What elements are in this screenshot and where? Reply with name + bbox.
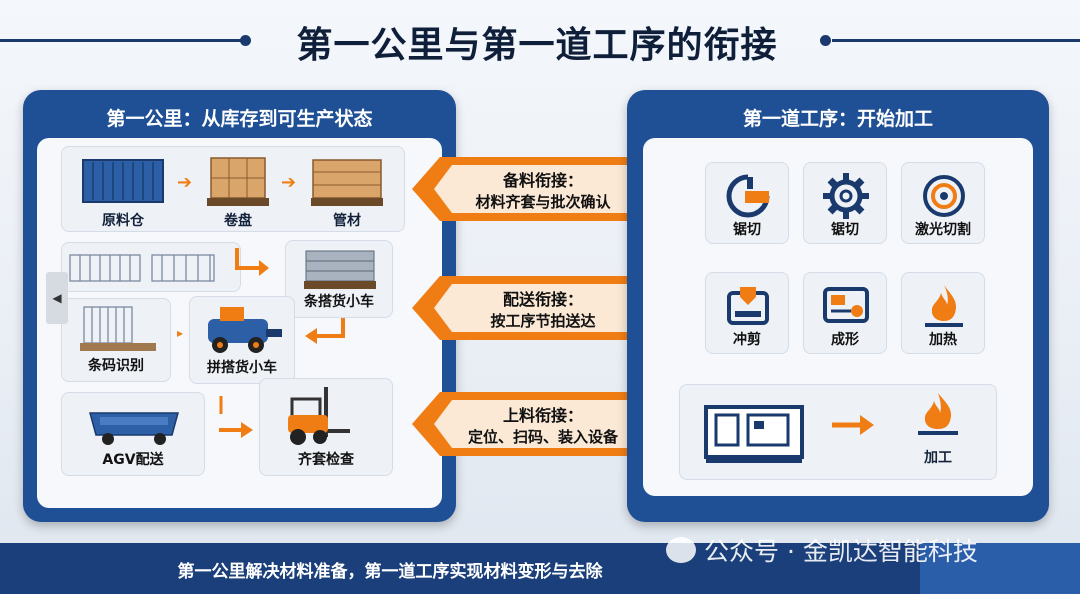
- raw-warehouse-label: 原料仓: [102, 213, 144, 229]
- return-arrow-icon: [301, 314, 349, 350]
- barcode-id-card: 条码识别: [61, 298, 171, 382]
- connector-subtitle: 材料齐套与批次确认: [475, 193, 611, 211]
- footer-summary: 第一公里解决材料准备，第一道工序实现材料变形与去除: [177, 562, 603, 582]
- wechat-icon: [666, 537, 696, 563]
- title-rule-right: [832, 39, 1080, 42]
- process-saw: 锯切: [705, 162, 789, 244]
- flame-icon: [925, 285, 963, 327]
- title-dot-left: [240, 35, 251, 46]
- first-process-title: 第一道工序：开始加工: [742, 108, 933, 130]
- connector-material-prep: 备料衔接： 材料齐套与批次确认: [412, 157, 674, 221]
- turn-arrow-icon: [231, 246, 271, 286]
- container-icon: [81, 156, 165, 206]
- agv-vehicle-icon: [89, 412, 179, 445]
- process-label: 加热: [929, 332, 957, 348]
- pick-cart-card: 拼搭货小车: [189, 296, 295, 384]
- kit-check-card: 齐套检查: [259, 378, 393, 476]
- title-rule-left: [0, 39, 245, 42]
- title-row: 第一公里与第一道工序的衔接: [0, 12, 1080, 68]
- pick-cart-label: 拼搭货小车: [207, 360, 277, 376]
- pipe-stack-icon: [309, 154, 385, 208]
- gear-icon: [823, 173, 869, 219]
- collapse-tab[interactable]: ◀: [46, 272, 68, 324]
- connector-subtitle: 定位、扫码、装入设备: [467, 428, 618, 446]
- connector-title: 备料衔接：: [502, 171, 583, 190]
- double-arrow-icon: [412, 276, 674, 340]
- cage-pallet-icon: [80, 306, 156, 351]
- process-label: 冲剪: [733, 332, 761, 348]
- arrow-right-icon: ▸: [177, 326, 184, 340]
- forming-icon: [823, 287, 869, 323]
- connector-subtitle: 按工序节拍送达: [490, 312, 596, 330]
- machine-icon: [704, 405, 804, 463]
- processing-card: 加工: [679, 384, 997, 480]
- watermark: 公众号 · 金凯达智能科技: [666, 532, 978, 568]
- process-label: 激光切割: [915, 222, 971, 238]
- laser-icon: [923, 175, 965, 217]
- agv-label: AGV配送: [102, 452, 164, 468]
- agv-card: AGV配送: [61, 392, 205, 476]
- arrow-right-icon: [830, 413, 876, 437]
- footer-bar: 第一公里解决材料准备，第一道工序实现材料变形与去除: [0, 543, 1080, 594]
- connector-title: 上料衔接：: [502, 406, 583, 425]
- double-arrow-icon: [412, 157, 674, 221]
- tow-tractor-icon: [208, 307, 282, 353]
- barcode-cart-label: 条搭货小车: [304, 294, 374, 310]
- arrow-right-icon: ➔: [281, 172, 297, 193]
- barcode-id-label: 条码识别: [88, 358, 144, 374]
- connector-delivery: 配送衔接： 按工序节拍送达: [412, 276, 674, 340]
- page-title: 第一公里与第一道工序的衔接: [296, 25, 778, 66]
- connector-title: 配送衔接：: [502, 290, 583, 309]
- boxes-icon: [205, 154, 271, 208]
- arrow-right-icon: ➔: [177, 172, 193, 193]
- double-arrow-icon: [412, 392, 674, 456]
- process-label: 锯切: [733, 222, 761, 238]
- flame-icon: [918, 393, 958, 435]
- rack-card: [61, 242, 241, 292]
- first-process-panel: 第一道工序：开始加工 锯切: [627, 90, 1049, 522]
- processing-label: 加工: [924, 450, 952, 466]
- first-mile-content: 原料仓 ➔ 卷盘 ➔ 管材: [37, 138, 442, 508]
- first-mile-panel: 第一公里：从库存到可生产状态 原料仓 ➔: [23, 90, 456, 522]
- first-process-content: 锯切 锯切 激光切割: [643, 138, 1033, 496]
- process-label: 锯切: [831, 222, 859, 238]
- process-laser: 激光切割: [901, 162, 985, 244]
- punch-icon: [727, 287, 769, 325]
- connector-loading: 上料衔接： 定位、扫码、装入设备: [412, 392, 674, 456]
- saw-icon: [726, 174, 770, 218]
- wire-rack-icon: [69, 254, 215, 282]
- pallet-stack-icon: [304, 250, 376, 289]
- process-label: 成形: [831, 332, 859, 348]
- process-forming: 成形: [803, 272, 887, 354]
- title-dot-right: [820, 35, 831, 46]
- process-punch: 冲剪: [705, 272, 789, 354]
- first-mile-title: 第一公里：从库存到可生产状态: [106, 108, 373, 130]
- watermark-text: 公众号 · 金凯达智能科技: [704, 537, 978, 566]
- forklift-icon: [288, 387, 350, 445]
- kit-check-label: 齐套检查: [298, 452, 354, 468]
- down-right-arrow-icon: [215, 394, 255, 444]
- footer-accent: [920, 543, 1080, 594]
- process-gear: 锯切: [803, 162, 887, 244]
- process-heating: 加热: [901, 272, 985, 354]
- pipe-label: 管材: [333, 213, 361, 229]
- coil-label: 卷盘: [224, 213, 252, 229]
- barcode-cart-card: 条搭货小车: [285, 240, 393, 318]
